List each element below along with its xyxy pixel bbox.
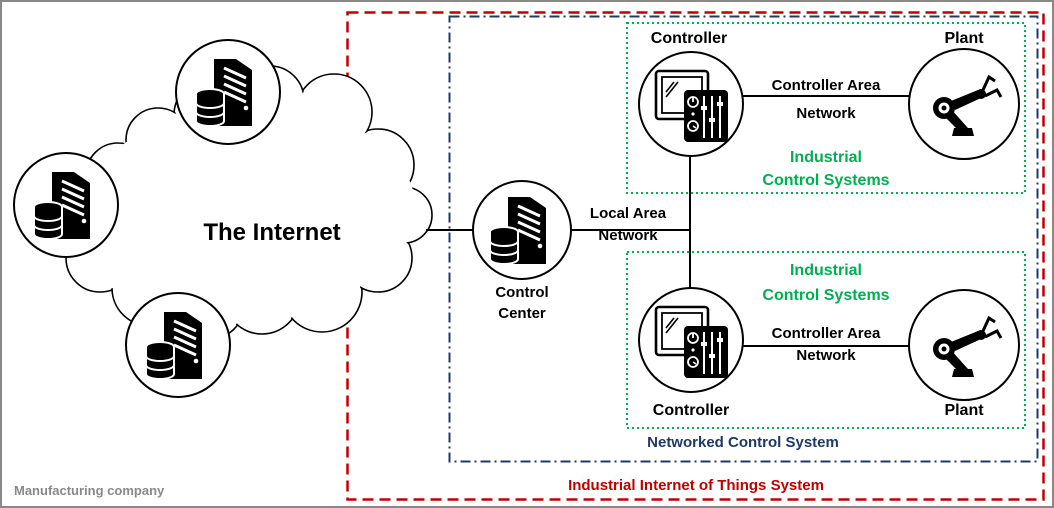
server-node-bottom: [125, 292, 231, 398]
network-links: [426, 95, 909, 347]
plant-node-top: [908, 48, 1020, 160]
control-center-node: [472, 180, 572, 280]
ics-bottom-label-line2: Control Systems: [762, 287, 889, 304]
ics-top-label-line1: Industrial: [790, 149, 862, 166]
ics-bottom-boundary: [626, 251, 1026, 429]
ics-top-boundary: [626, 22, 1026, 194]
server-node-top: [175, 39, 281, 145]
internet-label: The Internet: [203, 219, 340, 246]
control-center-label-line2: Center: [498, 305, 546, 322]
ics-bottom-label-line1: Industrial: [790, 262, 862, 279]
ics-top-label-line2: Control Systems: [762, 172, 889, 189]
plant-bottom-label: Plant: [944, 402, 984, 419]
ncs-label: Networked Control System: [647, 434, 839, 451]
can-top-label-line1: Controller Area: [772, 77, 881, 94]
ncs-boundary: [448, 15, 1039, 463]
lan-label-line1: Local Area: [590, 205, 667, 222]
iiot-label: Industrial Internet of Things System: [568, 477, 824, 494]
can-bottom-label-line2: Network: [796, 347, 856, 364]
controller-node-top: [638, 51, 744, 157]
plant-top-label: Plant: [944, 30, 984, 47]
can-bottom-label-line1: Controller Area: [772, 325, 881, 342]
plant-node-bottom: [908, 289, 1020, 401]
control-center-label-line1: Control: [495, 284, 548, 301]
iiot-boundary: [346, 11, 1045, 501]
lan-label-line2: Network: [598, 227, 658, 244]
controller-top-label: Controller: [651, 30, 727, 47]
company-label: Manufacturing company: [14, 483, 165, 498]
controller-node-bottom: [638, 287, 744, 393]
server-node-left: [13, 152, 119, 258]
can-top-label-line2: Network: [796, 105, 856, 122]
controller-bottom-label: Controller: [653, 402, 729, 419]
